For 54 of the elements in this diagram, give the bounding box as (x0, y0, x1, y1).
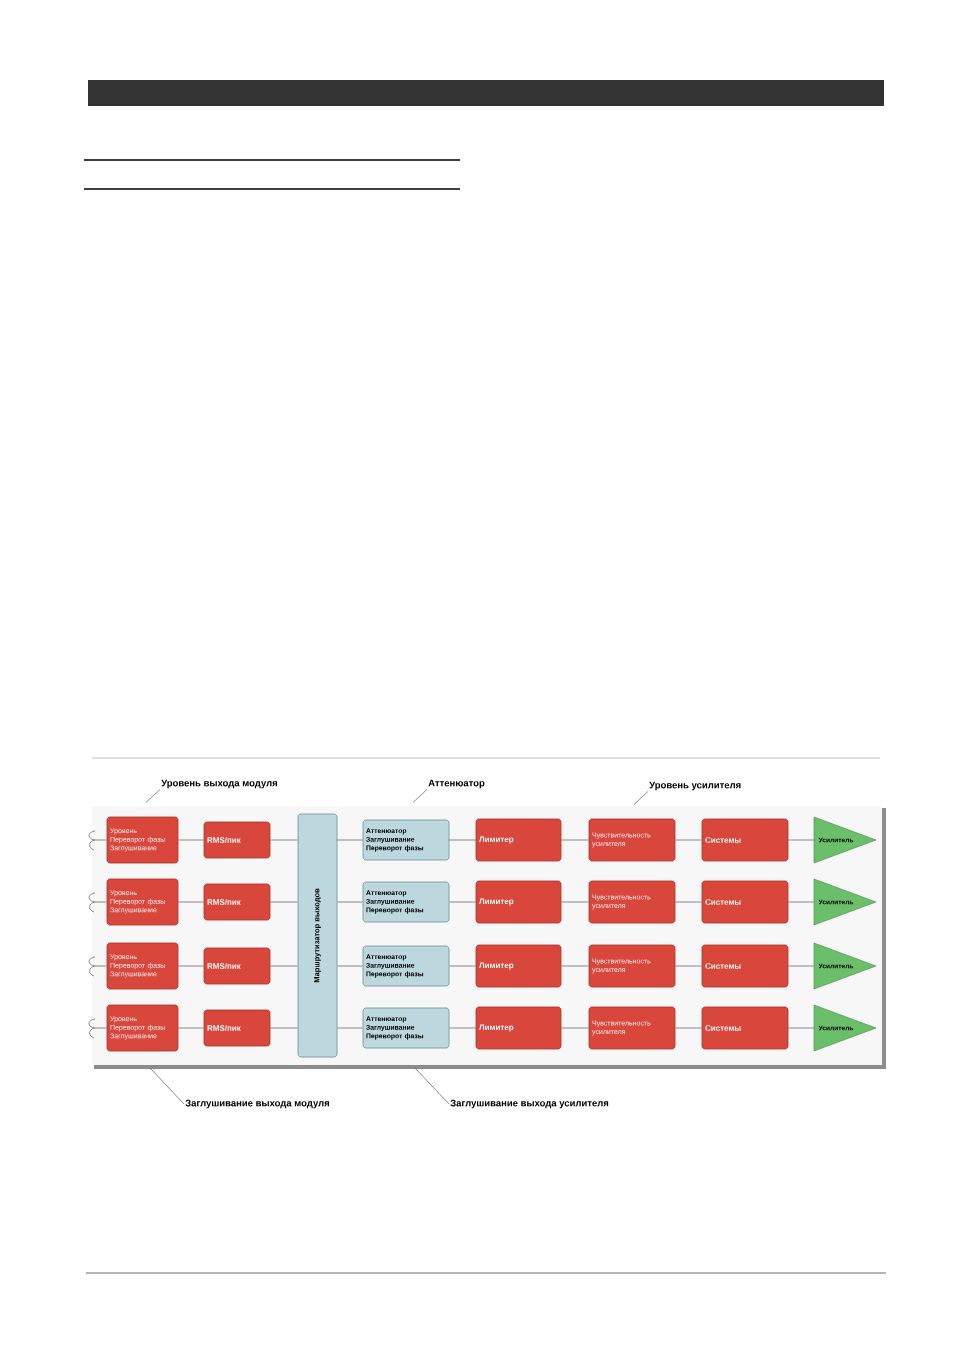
connector-line (178, 901, 204, 903)
protection-box: Системы (701, 818, 789, 862)
input-line (88, 1018, 107, 1039)
callout-text: Заглушивание выхода модуля (185, 1099, 330, 1109)
connector-line (788, 1027, 815, 1029)
leader-line (414, 1067, 450, 1105)
connector-line (675, 839, 702, 841)
connector-line (449, 1027, 476, 1029)
connector-line (337, 1027, 363, 1029)
connector-line (449, 901, 476, 903)
callout-text: Уровень усилителя (649, 781, 741, 791)
input-line (88, 892, 107, 913)
callout-text: Аттенюатор (428, 779, 485, 789)
connector-line (675, 965, 702, 967)
leader-line (633, 791, 649, 805)
connector-line (449, 965, 476, 967)
protection-box: Системы (701, 944, 789, 988)
connector-line (561, 901, 589, 903)
limiter-box: Лимитер (475, 944, 562, 988)
callout-text: Уровень выхода модуля (161, 779, 277, 789)
limiter-box: RMS/пик (203, 883, 271, 921)
connector-line (449, 839, 476, 841)
leader-line (145, 789, 161, 803)
connector-line (178, 839, 204, 841)
connector-line (337, 901, 363, 903)
connector-line (270, 965, 298, 967)
connector-line (788, 839, 815, 841)
leader-line (149, 1067, 185, 1105)
connector-line (337, 965, 363, 967)
connector-line (270, 1027, 298, 1029)
protection-box: Системы (701, 880, 789, 924)
connector-line (178, 1027, 204, 1029)
protection-box: Системы (701, 1006, 789, 1050)
connector-line (675, 1027, 702, 1029)
connector-line (788, 965, 815, 967)
limiter-box: RMS/пик (203, 947, 271, 985)
connector-line (337, 839, 363, 841)
connector-line (675, 901, 702, 903)
connector-line (788, 901, 815, 903)
limiter-box: Лимитер (475, 818, 562, 862)
callout-text: Заглушивание выхода усилителя (450, 1099, 609, 1109)
limiter-box: RMS/пик (203, 1009, 271, 1047)
input-line (88, 830, 107, 851)
connector-line (178, 965, 204, 967)
input-line (88, 956, 107, 977)
connector-line (270, 839, 298, 841)
limiter-box: Лимитер (475, 880, 562, 924)
connector-line (561, 1027, 589, 1029)
connector-line (561, 839, 589, 841)
leader-line (412, 789, 428, 803)
connector-line (270, 901, 298, 903)
limiter-box: RMS/пик (203, 821, 271, 859)
limiter-box: Лимитер (475, 1006, 562, 1050)
connector-line (561, 965, 589, 967)
